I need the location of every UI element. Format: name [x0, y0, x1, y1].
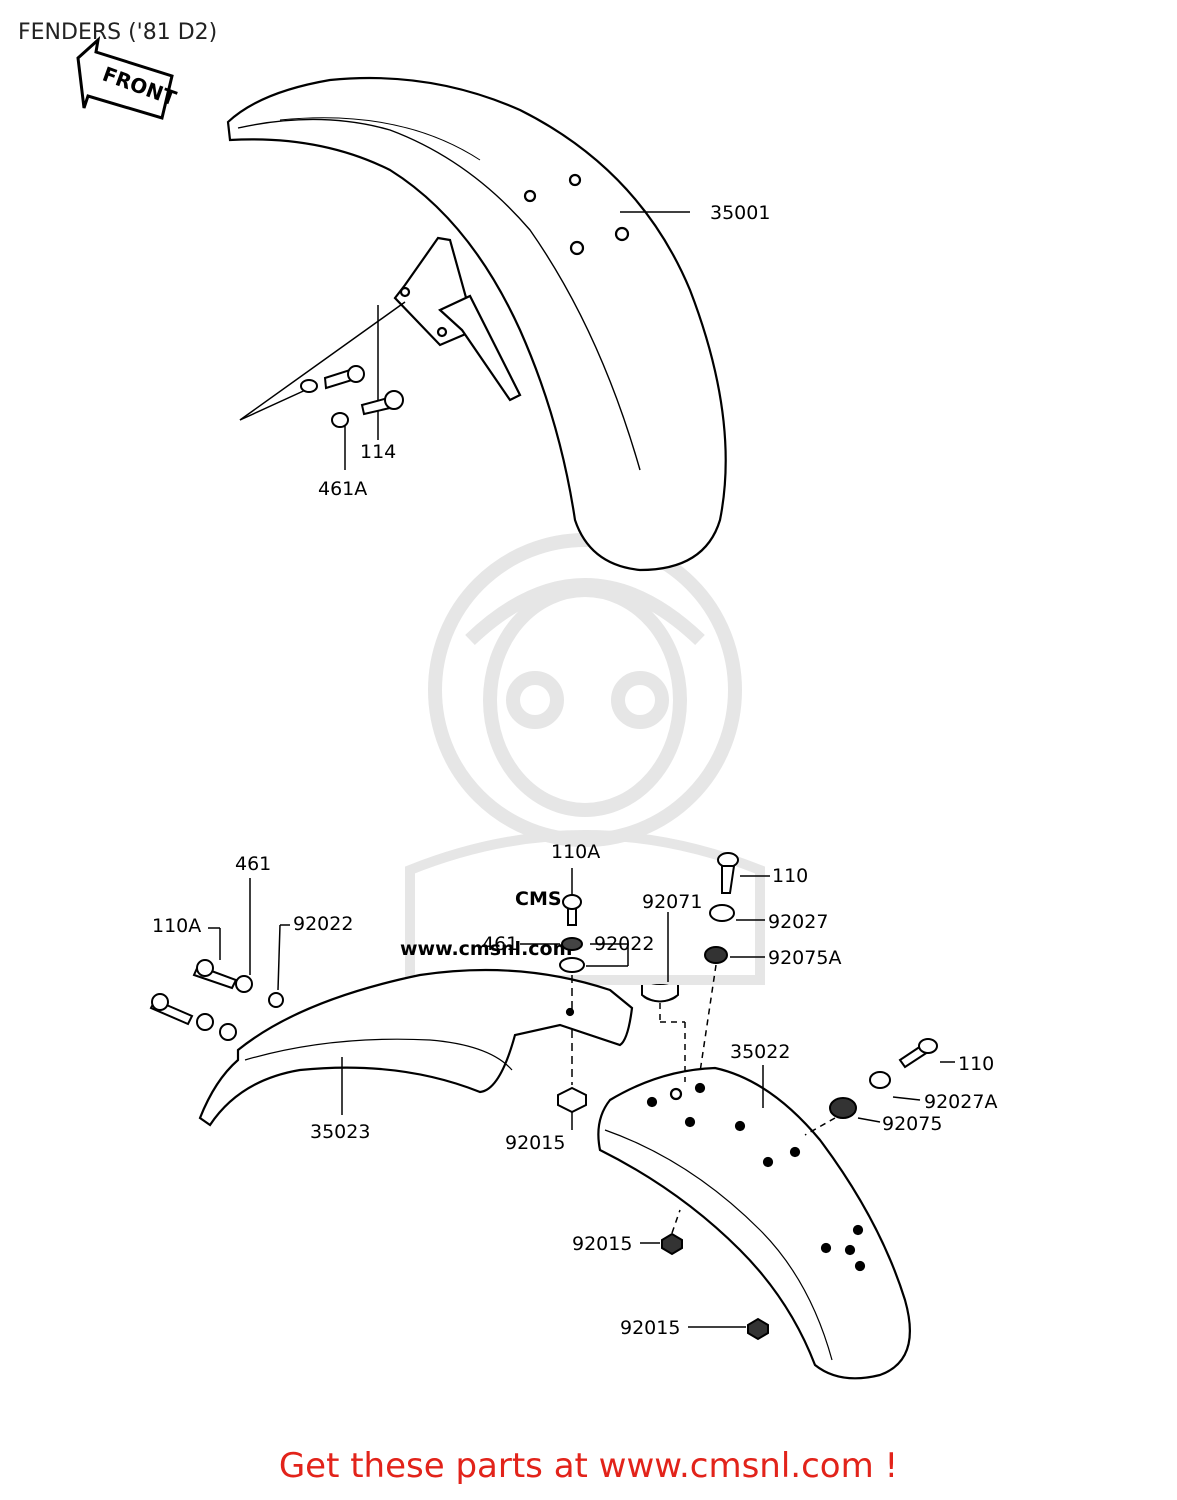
- label-92071: 92071: [642, 891, 702, 913]
- rear-fasteners: [149, 852, 938, 1341]
- label-461-center: 461: [482, 933, 518, 955]
- label-110A-left: 110A: [152, 915, 201, 937]
- watermark-text: CMS: [515, 888, 562, 910]
- label-92075: 92075: [882, 1113, 942, 1135]
- label-110A-center: 110A: [551, 841, 600, 863]
- footer-link[interactable]: Get these parts at www.cmsnl.com !: [278, 1446, 899, 1486]
- label-92022-center: 92022: [594, 933, 654, 955]
- label-92075A: 92075A: [768, 947, 841, 969]
- label-92027: 92027: [768, 911, 828, 933]
- label-110-top: 110: [772, 865, 808, 887]
- rear-fender-front-35023: [198, 968, 634, 1127]
- label-114: 114: [360, 441, 396, 463]
- page-title: FENDERS ('81 D2): [18, 20, 218, 45]
- cms-watermark: CMS www.cmsnl.com: [400, 533, 765, 985]
- front-fasteners: [300, 295, 404, 428]
- leader-lines-rear: [208, 868, 955, 1328]
- leader-lines-front: [239, 211, 690, 470]
- label-92015-bottom: 92015: [620, 1317, 680, 1339]
- front-direction-arrow: FRONT: [76, 36, 180, 120]
- label-461-left: 461: [235, 853, 271, 875]
- label-35022: 35022: [730, 1041, 790, 1063]
- label-92022-left: 92022: [293, 913, 353, 935]
- label-92015-lower: 92015: [572, 1233, 632, 1255]
- label-110-right: 110: [958, 1053, 994, 1075]
- label-35001: 35001: [710, 202, 770, 224]
- footer-banner: Get these parts at www.cmsnl.com !: [0, 1446, 1177, 1486]
- rear-fender-rear-35022: [597, 1066, 911, 1380]
- label-92015-center: 92015: [505, 1132, 565, 1154]
- label-35023: 35023: [310, 1121, 370, 1143]
- label-461A: 461A: [318, 478, 367, 500]
- label-92027A: 92027A: [924, 1091, 997, 1113]
- front-fender-35001: [226, 76, 727, 572]
